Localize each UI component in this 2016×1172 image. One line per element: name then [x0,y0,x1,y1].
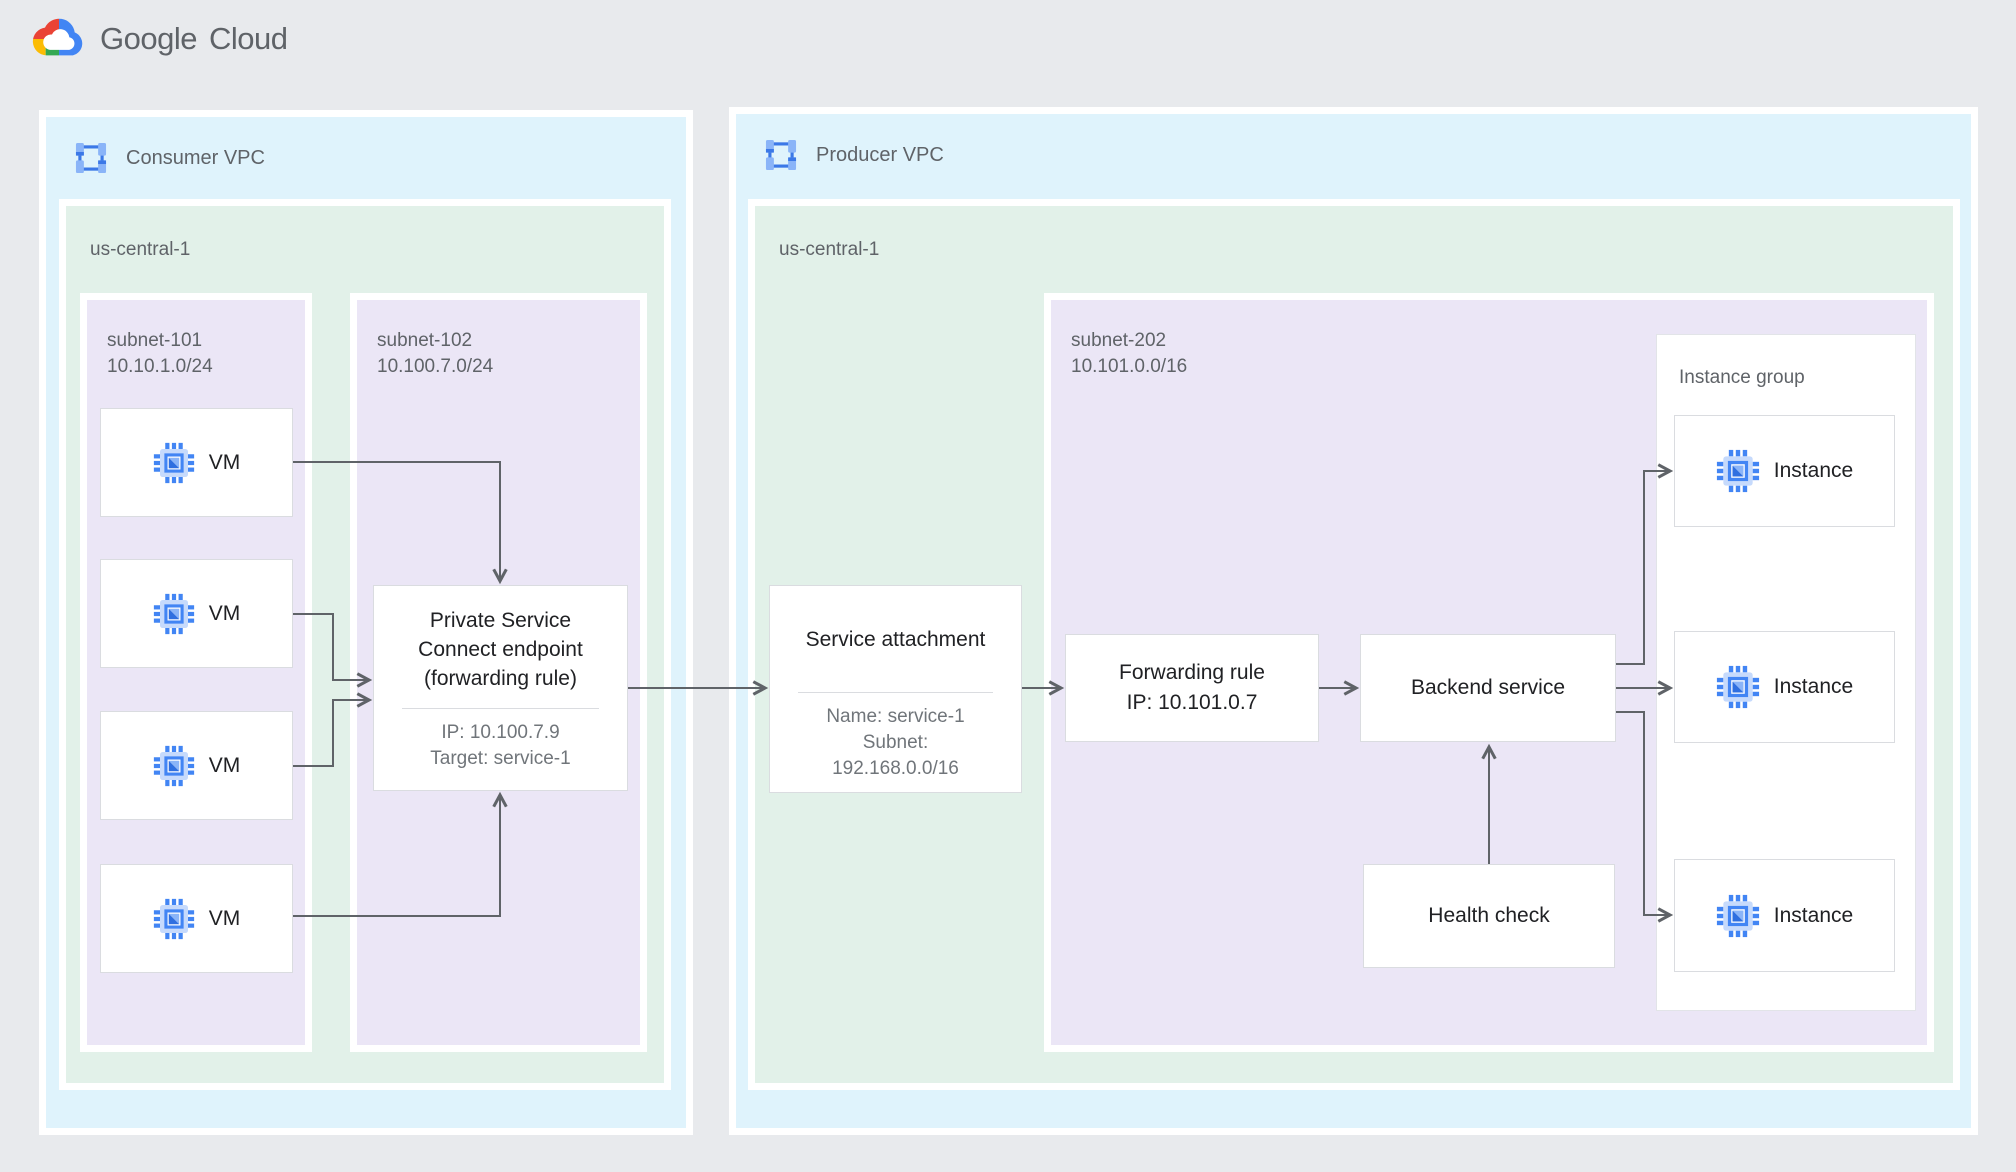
subnet-202-label: subnet-202 10.101.0.0/16 [1071,328,1187,380]
health-check-label: Health check [1428,904,1550,927]
instance-node-1: Instance [1674,415,1895,527]
instance-group-title: Instance group [1679,367,1805,388]
instance-node-2: Instance [1674,631,1895,743]
forwarding-rule-node: Forwarding rule IP: 10.101.0.7 [1065,634,1319,742]
compute-engine-icon [1716,665,1759,709]
consumer-vpc-title: Consumer VPC [126,146,265,169]
service-attachment-title: Service attachment [805,627,986,651]
forwarding-rule-line2: IP: 10.101.0.7 [1126,691,1258,714]
vm-node-3: VM [100,711,293,820]
health-check-node: Health check [1363,864,1615,968]
instance-label: Instance [1773,903,1854,927]
producer-vpc-title: Producer VPC [816,143,944,166]
vpc-network-icon [765,139,797,171]
subnet-202-name: subnet-202 [1071,330,1167,351]
producer-vpc-header: Producer VPC [762,136,944,174]
vm-label: VM [208,906,241,930]
backend-service-node: Backend service [1360,634,1616,742]
subnet-101-cidr: 10.10.1.0/24 [107,356,213,377]
service-attachment-node: Service attachment Name: service-1 Subne… [769,585,1022,793]
compute-engine-icon [153,593,194,634]
vm-node-1: VM [100,408,293,517]
consumer-region-label: us-central-1 [90,239,191,260]
service-attachment-subnet-cidr: 192.168.0.0/16 [832,758,959,779]
instance-label: Instance [1773,675,1854,698]
vm-node-2: VM [100,559,293,668]
compute-engine-icon [153,745,194,786]
compute-engine-icon [153,442,194,483]
forwarding-rule-line1: Forwarding rule [1119,661,1265,684]
compute-engine-icon [1716,449,1759,493]
psc-title-line3: (forwarding rule) [424,667,577,690]
google-cloud-icon [32,18,83,56]
consumer-vpc-header: Consumer VPC [72,139,265,177]
logo-text-google: Google [100,21,197,56]
instance-label: Instance [1773,459,1854,482]
vpc-network-icon [75,142,107,174]
service-attachment-name: Name: service-1 [826,706,965,727]
vm-label: VM [208,450,241,474]
psc-ip: IP: 10.100.7.9 [441,722,560,743]
psc-divider [401,708,600,709]
instance-node-3: Instance [1674,859,1895,972]
service-attachment-divider [797,692,994,693]
vm-label: VM [208,601,241,625]
subnet-102-name: subnet-102 [377,330,473,351]
psc-title-line2: Connect endpoint [418,638,583,661]
subnet-101-name: subnet-101 [107,330,203,351]
service-attachment-subnet-label: Subnet: [862,732,929,753]
producer-region-label: us-central-1 [779,239,880,260]
subnet-202-cidr: 10.101.0.0/16 [1071,356,1188,377]
compute-engine-icon [1716,894,1759,937]
vm-label: VM [208,753,241,777]
google-cloud-logo: Google Cloud [30,16,288,62]
vm-node-4: VM [100,864,293,973]
subnet-102-cidr: 10.100.7.0/24 [377,356,494,377]
backend-service-label: Backend service [1410,676,1566,699]
psc-endpoint-node: Private Service Connect endpoint (forwar… [373,585,628,791]
logo-text-cloud: Cloud [208,21,288,56]
psc-title-line1: Private Service [429,609,572,632]
compute-engine-icon [153,898,194,939]
psc-target: Target: service-1 [430,748,571,769]
subnet-102-label: subnet-102 10.100.7.0/24 [377,328,493,380]
subnet-101-label: subnet-101 10.10.1.0/24 [107,328,213,380]
